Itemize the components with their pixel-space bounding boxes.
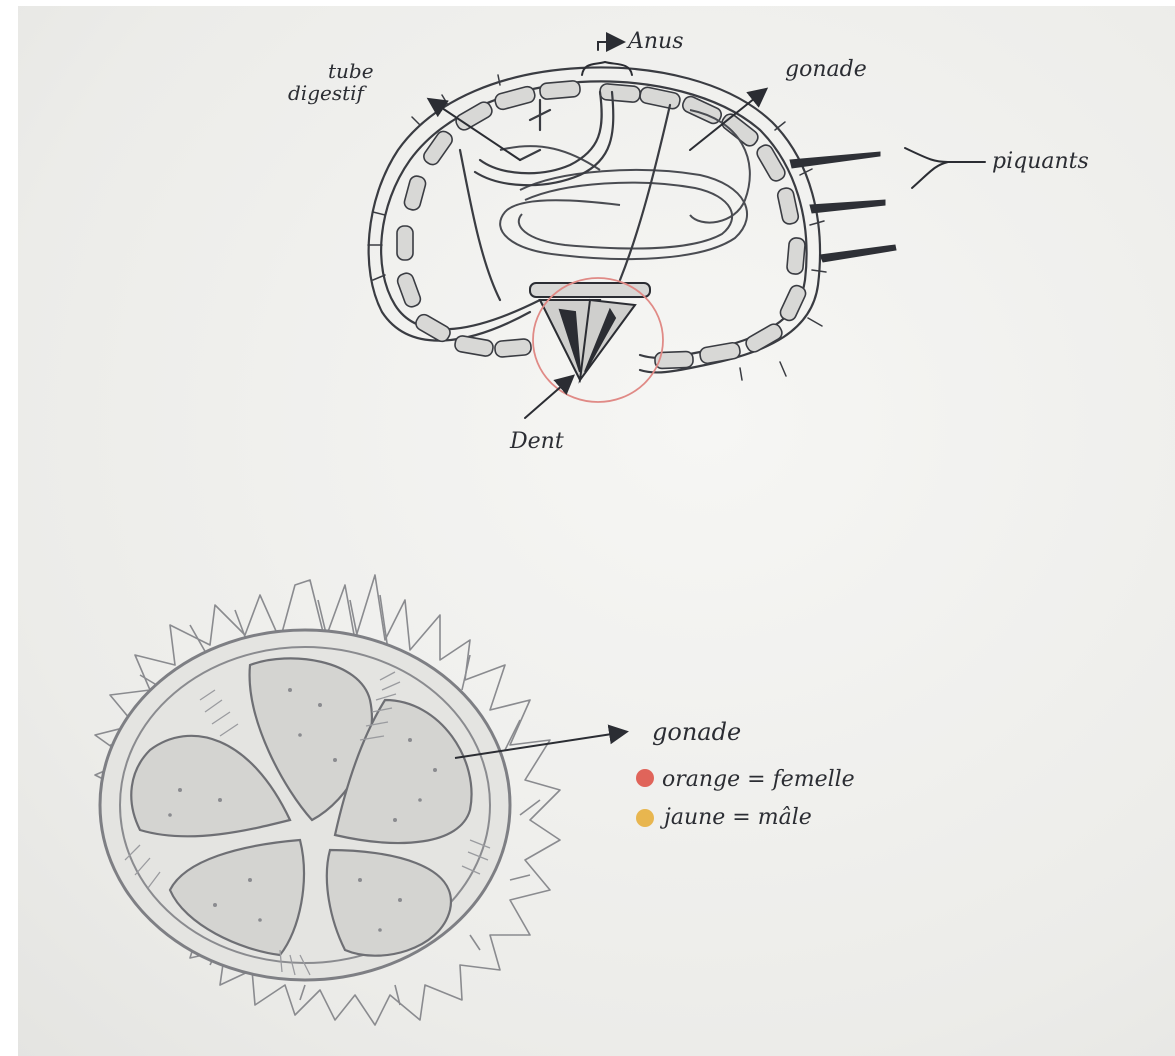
label-piquants: piquants bbox=[992, 149, 1089, 174]
digestive-tube bbox=[460, 92, 670, 300]
label-tube-line1: tube bbox=[328, 59, 374, 83]
label-tube-line2: digestif bbox=[288, 81, 368, 105]
cross-section-view: Anus tube digestif gonade piquants Dent bbox=[288, 29, 1089, 454]
legend-jaune-dot bbox=[636, 809, 654, 827]
teeth-lantern bbox=[530, 283, 650, 380]
label-anus: Anus bbox=[626, 29, 684, 54]
anus-arrow bbox=[598, 42, 622, 50]
legend-orange-dot bbox=[636, 769, 654, 787]
piquants-bracket bbox=[905, 148, 985, 188]
label-dent: Dent bbox=[509, 429, 564, 454]
label-gonade-bottom: gonade bbox=[652, 718, 741, 746]
top-view: gonade orange = femelle jaune = mâle bbox=[95, 575, 855, 1025]
dent-arrow bbox=[525, 377, 572, 418]
label-gonade-top: gonade bbox=[785, 57, 867, 82]
legend-orange-label: orange = femelle bbox=[662, 767, 855, 792]
legend-jaune-label: jaune = mâle bbox=[659, 805, 812, 830]
